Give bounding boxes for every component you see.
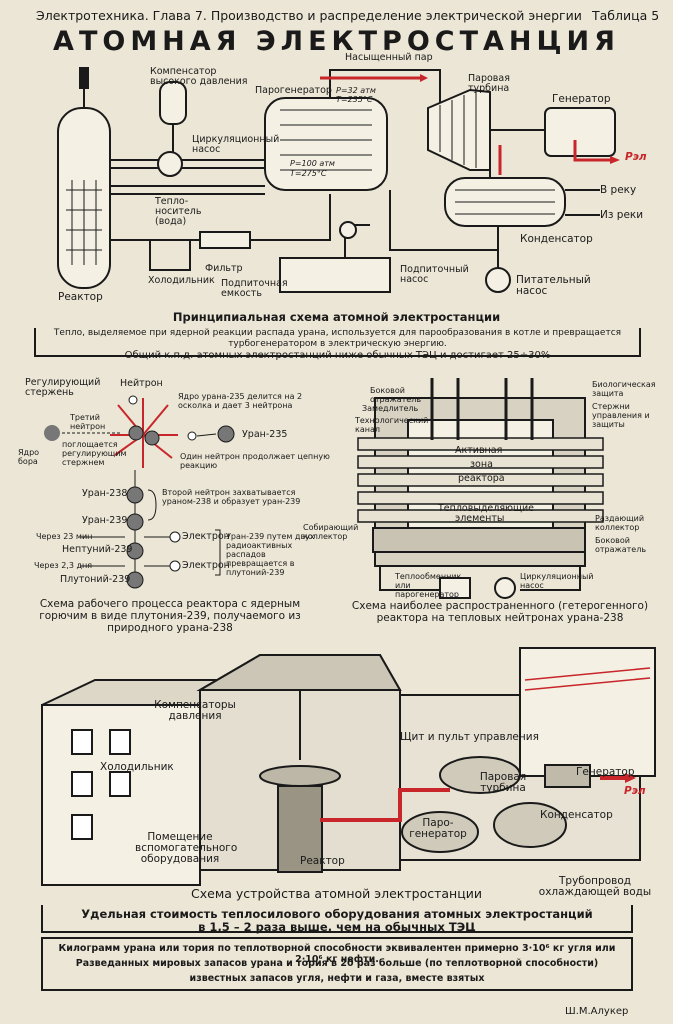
footer-box1-line1: Удельная стоимость теплосилового оборудо… xyxy=(81,907,593,921)
reactor-caption: Схема наиболее распространенного (гетеро… xyxy=(351,600,649,624)
schematic-text-1: Тепло, выделяемое при ядерной реакции ра… xyxy=(53,328,622,349)
boron-nucleus xyxy=(44,425,60,441)
label-absorbed: поглощается регулирующим стержнем xyxy=(62,440,127,467)
compensator-drum xyxy=(159,81,187,125)
label-active-zone: Активная xyxy=(455,445,503,456)
u235-next xyxy=(217,425,235,443)
label-heat-exchanger: Теплообменник или парогенератор xyxy=(395,572,462,599)
label-time-23min: Через 23 мин xyxy=(36,532,93,541)
label-compensators: Компенсаторы давления xyxy=(154,699,236,722)
label-circ-pump: Циркуляционный насос xyxy=(192,134,280,155)
footer-box2-line2: Разведанных мировых запасов урана и тори… xyxy=(75,958,599,969)
plant-caption: Схема устройства атомной электростанции xyxy=(191,886,482,901)
table-number: Таблица 5 xyxy=(592,8,660,23)
footer-box1-line2: в 1,5 – 2 раза выше, чем на обычных ТЭЦ xyxy=(198,920,476,934)
feed-pump xyxy=(485,267,511,293)
neutron-out-1 xyxy=(187,431,197,441)
label-pel: Рэл xyxy=(625,151,647,163)
label-collect: Собирающий коллектор xyxy=(303,523,359,541)
label-filter: Фильтр xyxy=(205,263,243,274)
label-side-reflector-2: Боковой отражатель xyxy=(595,536,647,554)
label-coolant: Тепло-носитель (вода) xyxy=(155,196,202,227)
label-plutonium: Плутоний-239 xyxy=(60,574,131,585)
label-distrib: Раздающий коллектор xyxy=(595,514,645,532)
label-aux-room: Помещение вспомогательного оборудования xyxy=(135,831,238,865)
label-p-steam: P=32 атм xyxy=(336,86,376,95)
label-one-neutron: Один нейтрон продолжает цепную реакцию xyxy=(180,452,330,470)
label-u239: Уран-239 xyxy=(82,515,128,526)
label-steam-generator: Парогенератор xyxy=(255,85,332,96)
label-control-rods: Стержни управления и защиты xyxy=(592,402,650,429)
schematic-caption: Принципиальная схема атомной электростан… xyxy=(172,310,501,324)
label-time-23days: Через 2,3 дня xyxy=(34,561,93,570)
label-fuel-2: элементы xyxy=(455,513,505,524)
label-reactor-word: реактора xyxy=(458,473,505,484)
header-subject: Электротехника. Глава 7. Производство и … xyxy=(36,8,582,23)
label-second-neutron: Второй нейтрон захватывается ураном-238 … xyxy=(162,488,301,506)
reactor-top xyxy=(259,765,341,787)
label-cooler: Холодильник xyxy=(148,275,215,286)
u238-nucleus xyxy=(126,486,144,504)
label-generator: Генератор xyxy=(552,93,611,105)
label-electron-2: Электрон xyxy=(182,560,230,571)
label-control-rod: Регулирующий стержень xyxy=(25,377,101,398)
label-fuel-1: Тепловыделяющие xyxy=(438,503,535,514)
label-bio-shield: Биологическая защита xyxy=(592,380,656,398)
label-moderator: Замедлитель xyxy=(362,404,419,413)
label-makeup-tank: Подпиточная емкость xyxy=(221,278,288,299)
label-third-neutron: Третий нейтрон xyxy=(70,413,106,431)
label-compensator: Компенсатор высокого давления xyxy=(150,66,248,87)
circulation-pump xyxy=(157,151,183,177)
label-to-river: В реку xyxy=(600,184,637,196)
u235-fragment-1 xyxy=(128,425,144,441)
label-u239-decay: Уран-239 путем двух радиоактивных распад… xyxy=(226,532,315,577)
label-makeup-pump: Подпиточный насос xyxy=(400,264,469,285)
label-neutron: Нейтрон xyxy=(120,378,163,389)
label-u235: Уран-235 xyxy=(242,429,288,440)
label-plant-steam-gen: Паро-генератор xyxy=(409,817,467,840)
u235-fragment-2 xyxy=(144,430,160,446)
turbine-body xyxy=(427,88,491,171)
label-reactor: Реактор xyxy=(58,291,103,303)
label-neptunium: Нептуний-239 xyxy=(62,544,133,555)
label-boron: Ядро бора xyxy=(18,448,40,466)
label-plant-turbine: Паровая турбина xyxy=(479,771,527,794)
label-saturated-steam: Насыщенный пар xyxy=(345,52,433,63)
makeup-tank xyxy=(279,257,391,293)
steam-generator xyxy=(264,97,388,191)
label-control-panel: Щит и пульт управления xyxy=(400,731,539,743)
label-plant-pel: Рэл xyxy=(624,785,646,797)
u239-nucleus xyxy=(126,513,144,531)
label-plant-generator: Генератор xyxy=(576,766,635,778)
label-plant-cooler: Холодильник xyxy=(100,761,174,773)
generator-body xyxy=(544,107,616,157)
label-side-reflector: Боковой отражатель xyxy=(370,386,422,404)
label-feed-pump: Питательный насос xyxy=(516,274,591,297)
process-caption: Схема рабочего процесса реактора с ядерн… xyxy=(39,598,301,634)
label-u235-splits: Ядро урана-235 делится на 2 осколка и да… xyxy=(178,392,303,410)
schematic-text-2: Общий к.п.д. атомных электростанций ниже… xyxy=(124,350,551,361)
label-tech-channel: Технологический канал xyxy=(355,416,429,434)
label-condenser: Конденсатор xyxy=(520,233,593,245)
author-signature: Ш.М.Алукер xyxy=(565,1006,629,1017)
label-circ-pump-2: Циркуляционный насос xyxy=(520,572,594,590)
label-steam-turbine: Паровая турбина xyxy=(468,73,510,94)
label-from-river: Из реки xyxy=(600,209,644,221)
label-zone: зона xyxy=(470,459,493,470)
label-t-steam: T=235°C xyxy=(336,95,373,104)
label-pipeline: Трубопровод охлаждающей воды xyxy=(538,875,652,898)
label-t-water: T=275°C xyxy=(290,169,327,178)
footer-box2-line1: Килограмм урана или тория по теплотворно… xyxy=(58,943,616,965)
label-u238: Уран-238 xyxy=(82,488,128,499)
label-electron-1: Электрон xyxy=(182,531,230,542)
label-plant-reactor: Реактор xyxy=(300,855,345,867)
page-title: АТОМНАЯ ЭЛЕКТРОСТАНЦИЯ xyxy=(53,26,620,57)
label-plant-condenser: Конденсатор xyxy=(540,809,613,821)
label-p-water: P=100 атм xyxy=(290,159,335,168)
footer-box2-line3: известных запасов угля, нефти и газа, вм… xyxy=(189,973,485,984)
neutron-incoming xyxy=(128,395,138,405)
